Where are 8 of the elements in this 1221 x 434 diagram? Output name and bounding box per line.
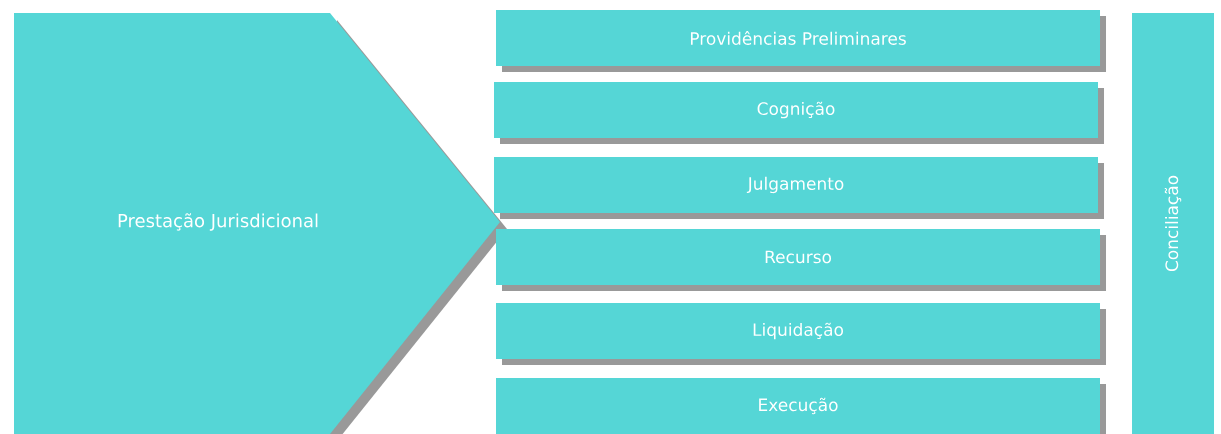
step-box: Providências Preliminares xyxy=(496,10,1106,72)
step-box: Liquidação xyxy=(496,303,1106,365)
vertical-bar: Conciliação xyxy=(1132,13,1214,434)
step-box: Recurso xyxy=(496,229,1106,291)
node-label: Prestação Jurisdicional xyxy=(118,213,318,231)
step-box: Julgamento xyxy=(494,157,1104,219)
step-box: Execução xyxy=(496,378,1106,434)
step-box: Cognição xyxy=(494,82,1104,144)
